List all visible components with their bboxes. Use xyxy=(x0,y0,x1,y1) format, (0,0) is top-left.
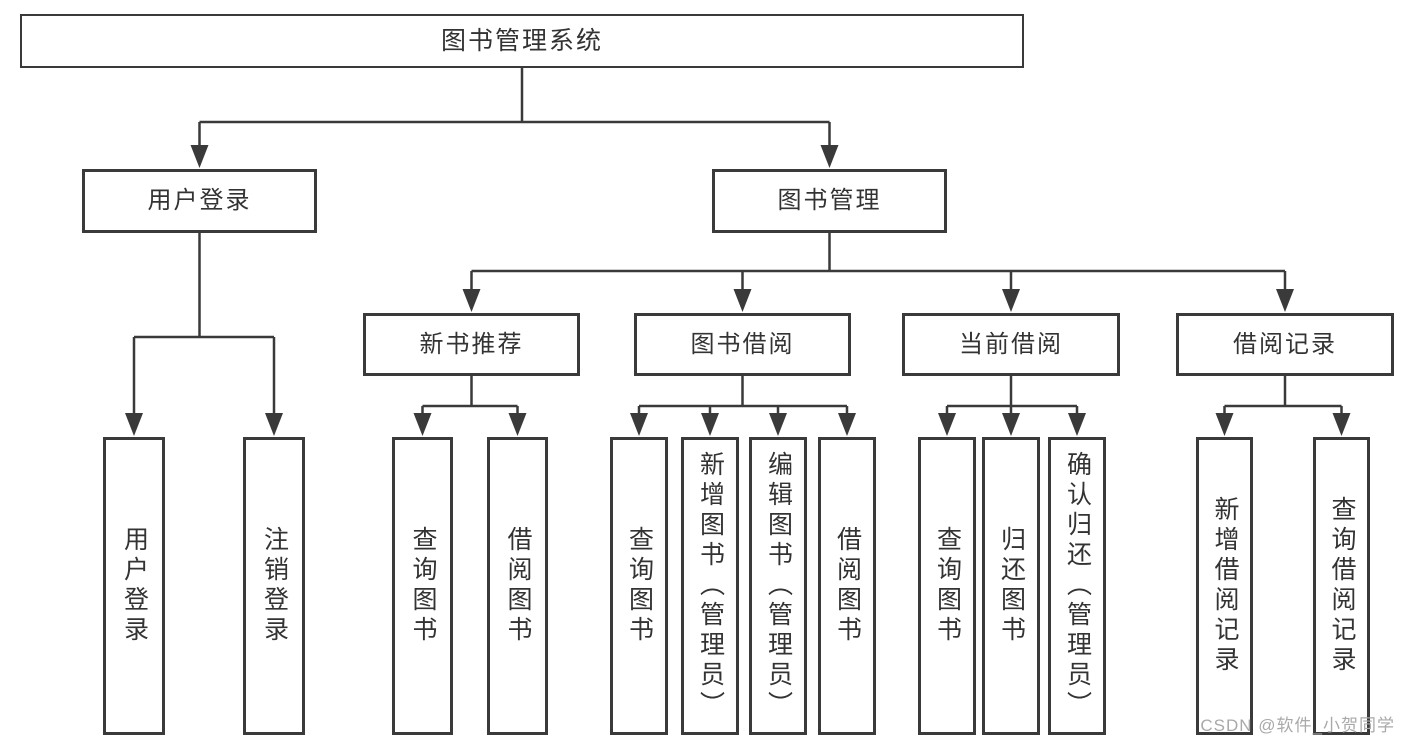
node-leaf-confirm-return-admin: 确认归还（管理员） xyxy=(1048,437,1106,735)
connector-new-book-to-leaves xyxy=(421,376,519,418)
connector-user-login-to-leaves xyxy=(132,233,276,418)
node-leaf-query-books-recommend: 查询图书 xyxy=(392,437,453,735)
node-leaf-query-books-current: 查询图书 xyxy=(918,437,976,735)
node-leaf-user-login: 用户登录 xyxy=(103,437,165,735)
connector-current-borrowing-to-leaves xyxy=(945,376,1079,418)
node-leaf-add-borrow-record: 新增借阅记录 xyxy=(1196,437,1253,735)
csdn-watermark: CSDN @软件_小贺同学 xyxy=(1200,716,1395,735)
node-leaf-logout-login: 注销登录 xyxy=(243,437,305,735)
node-leaf-return-books: 归还图书 xyxy=(982,437,1040,735)
node-library-management-system: 图书管理系统 xyxy=(20,14,1024,68)
node-user-login: 用户登录 xyxy=(82,169,317,233)
node-leaf-borrow-books-recommend: 借阅图书 xyxy=(487,437,548,735)
connector-book-management-to-level3 xyxy=(470,233,1287,293)
node-leaf-query-books-borrowing: 查询图书 xyxy=(610,437,668,735)
node-new-book-recommendation: 新书推荐 xyxy=(363,313,580,376)
node-current-borrowing: 当前借阅 xyxy=(902,313,1120,376)
node-leaf-add-books-admin: 新增图书（管理员） xyxy=(681,437,739,735)
node-leaf-edit-books-admin: 编辑图书（管理员） xyxy=(749,437,807,735)
node-book-management: 图书管理 xyxy=(712,169,947,233)
node-leaf-borrow-books-borrowing: 借阅图书 xyxy=(818,437,876,735)
connector-root-to-level2 xyxy=(198,68,831,150)
node-leaf-query-borrow-record: 查询借阅记录 xyxy=(1313,437,1370,735)
node-borrowing-records: 借阅记录 xyxy=(1176,313,1394,376)
arrowheads xyxy=(125,145,1351,436)
connector-borrowing-records-to-leaves xyxy=(1223,376,1343,418)
node-book-borrowing: 图书借阅 xyxy=(634,313,851,376)
connector-book-borrowing-to-leaves xyxy=(637,376,849,418)
